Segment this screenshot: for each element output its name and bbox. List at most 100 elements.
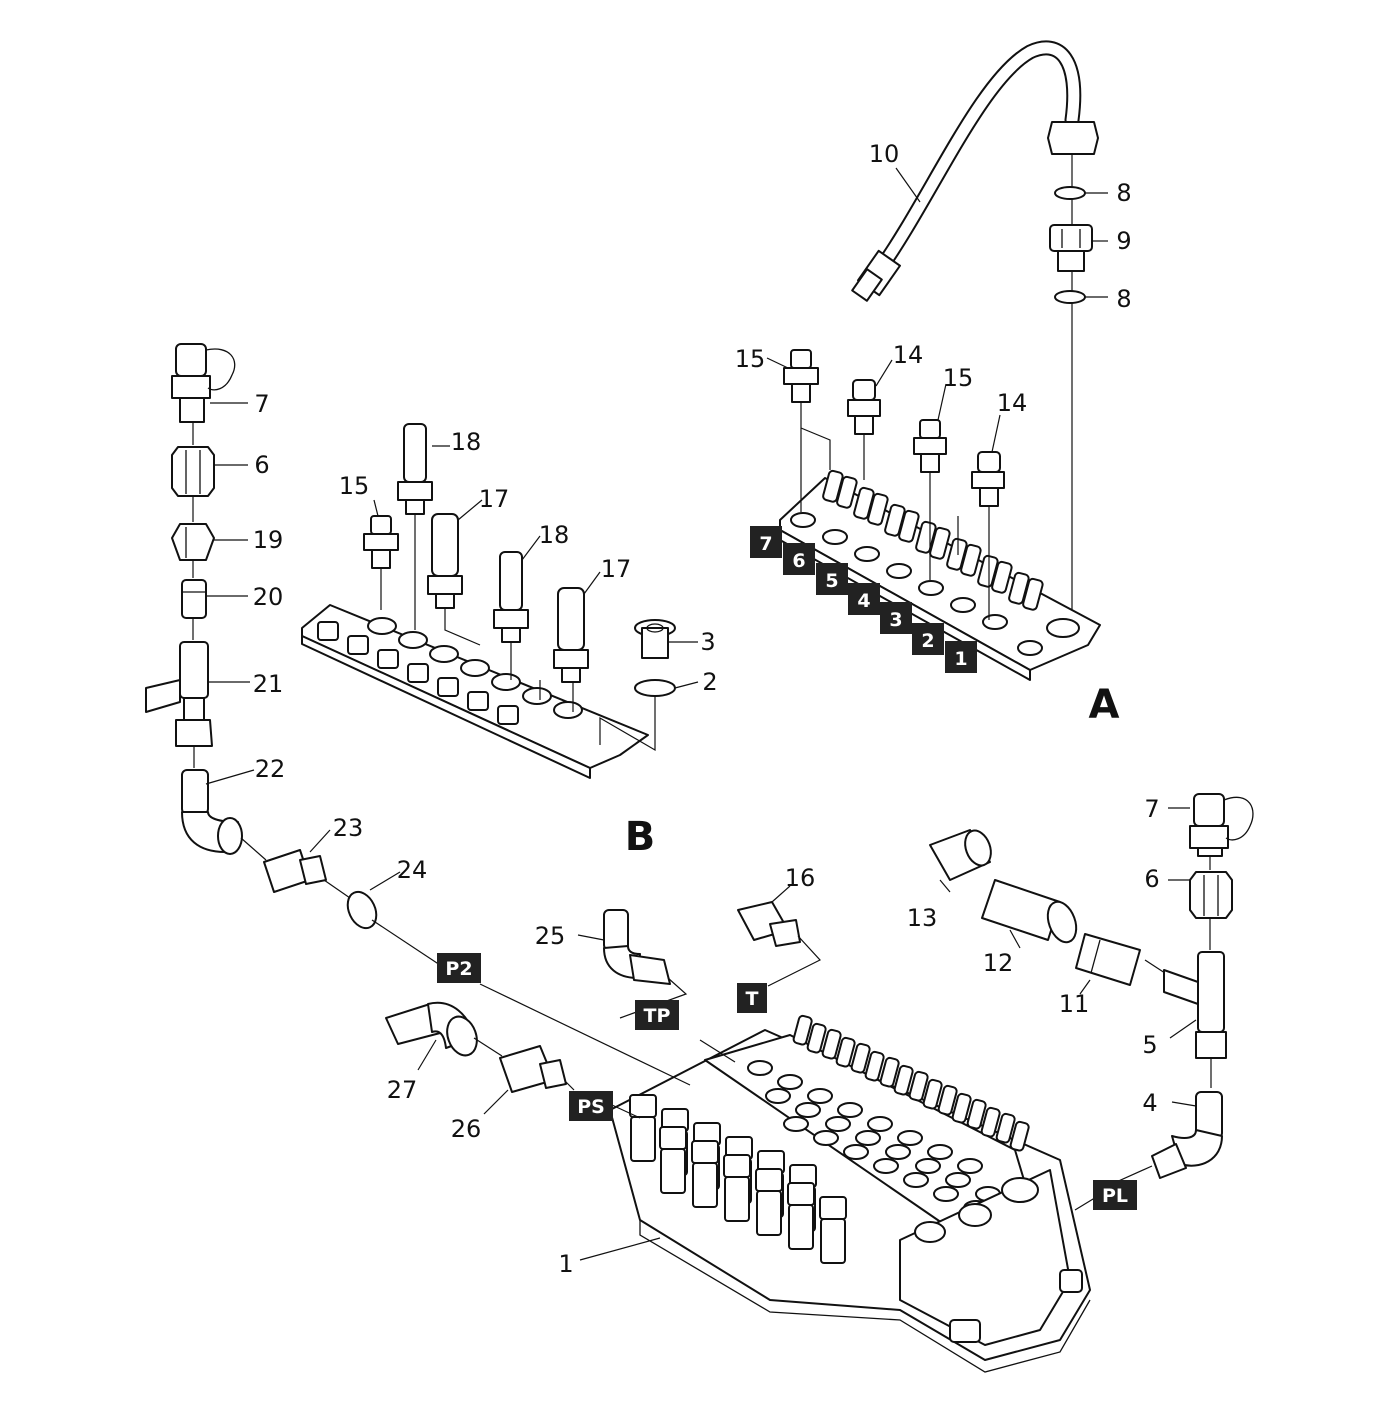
callout-7: 7 bbox=[1144, 795, 1159, 823]
callout-27: 27 bbox=[387, 1076, 418, 1104]
section-tag-label: 7 bbox=[759, 533, 772, 555]
section-tag-label: 3 bbox=[889, 609, 902, 631]
control-valve-part-1 bbox=[609, 1014, 1091, 1373]
adapter-part-11 bbox=[1075, 933, 1141, 986]
section-tag-2: 2 bbox=[912, 623, 944, 655]
callout-13: 13 bbox=[907, 904, 938, 932]
elbow-part-27 bbox=[385, 1001, 478, 1057]
view-letters: AB bbox=[625, 682, 1120, 860]
callout-2: 2 bbox=[702, 668, 717, 696]
nut-part-19 bbox=[171, 523, 215, 561]
plug-part-3 bbox=[634, 619, 676, 659]
callout-8: 8 bbox=[1116, 285, 1131, 313]
callout-20: 20 bbox=[253, 583, 284, 611]
fitting-part-15-b bbox=[363, 515, 399, 569]
callout-22: 22 bbox=[255, 755, 286, 783]
callout-23: 23 bbox=[333, 814, 364, 842]
fitting-part-14-a2 bbox=[971, 451, 1005, 507]
oring-part-8-a bbox=[1054, 186, 1086, 200]
elbow-part-25 bbox=[603, 909, 671, 985]
callout-16: 16 bbox=[785, 864, 816, 892]
callout-1: 1 bbox=[558, 1250, 573, 1278]
section-tag-label: 2 bbox=[921, 630, 934, 652]
callout-18: 18 bbox=[451, 428, 482, 456]
manifold-view-b bbox=[301, 604, 649, 779]
fitting-part-15-a2 bbox=[913, 419, 947, 473]
nut-part-6-right bbox=[1189, 871, 1233, 919]
callout-11: 11 bbox=[1059, 990, 1090, 1018]
callout-15: 15 bbox=[339, 472, 370, 500]
fitting-part-9 bbox=[1049, 224, 1093, 272]
coupler-part-7-left bbox=[171, 343, 236, 423]
oring-part-24 bbox=[346, 890, 378, 930]
section-tag-1: 1 bbox=[945, 641, 977, 673]
port-tag-label: T bbox=[746, 988, 759, 1010]
adapter-part-26 bbox=[499, 1045, 567, 1093]
fitting-part-18-b1 bbox=[397, 423, 433, 515]
section-tag-label: 5 bbox=[825, 570, 838, 592]
elbow-part-4 bbox=[1151, 1091, 1223, 1179]
callout-9: 9 bbox=[1116, 227, 1131, 255]
callout-15: 15 bbox=[735, 345, 766, 373]
port-tag-ps: PS bbox=[569, 1091, 613, 1121]
adapter-part-23 bbox=[263, 849, 327, 893]
callout-21: 21 bbox=[253, 670, 284, 698]
port-tag-label: TP bbox=[644, 1005, 671, 1027]
section-tag-5: 5 bbox=[816, 563, 848, 595]
callout-14: 14 bbox=[893, 341, 924, 369]
view-letter-a: A bbox=[1089, 682, 1120, 728]
callout-4: 4 bbox=[1142, 1089, 1157, 1117]
port-tag-t: T bbox=[737, 983, 767, 1013]
adapter-part-13 bbox=[929, 829, 992, 881]
callout-14: 14 bbox=[997, 389, 1028, 417]
callout-19: 19 bbox=[253, 526, 284, 554]
coupler-part-7-right bbox=[1189, 793, 1254, 857]
port-tag-p2: P2 bbox=[437, 953, 481, 983]
section-tag-label: 4 bbox=[857, 590, 870, 612]
adapter-part-20 bbox=[181, 579, 207, 619]
fitting-part-15-a1 bbox=[783, 349, 819, 403]
callout-12: 12 bbox=[983, 949, 1014, 977]
section-tag-3: 3 bbox=[880, 602, 912, 634]
section-tag-7: 7 bbox=[750, 526, 782, 558]
tee-part-21 bbox=[145, 641, 213, 747]
view-letter-b: B bbox=[625, 814, 656, 860]
section-tag-6: 6 bbox=[783, 543, 815, 575]
callout-6: 6 bbox=[1144, 865, 1159, 893]
oring-part-2 bbox=[634, 679, 676, 697]
oring-part-8-b bbox=[1054, 290, 1086, 304]
port-tag-label: PS bbox=[577, 1096, 605, 1118]
section-tag-4: 4 bbox=[848, 583, 880, 615]
callout-10: 10 bbox=[869, 140, 900, 168]
port-tag-label: P2 bbox=[445, 958, 472, 980]
callout-15: 15 bbox=[943, 364, 974, 392]
callout-7: 7 bbox=[254, 390, 269, 418]
callout-18: 18 bbox=[539, 521, 570, 549]
callout-17: 17 bbox=[601, 555, 632, 583]
fitting-part-17-b1 bbox=[427, 513, 463, 609]
callout-24: 24 bbox=[397, 856, 428, 884]
fitting-part-17-b2 bbox=[553, 587, 589, 683]
fitting-part-14-a1 bbox=[847, 379, 881, 435]
port-tag-pl: PL bbox=[1093, 1180, 1137, 1210]
tee-part-5 bbox=[1163, 951, 1227, 1059]
port-tag-label: PL bbox=[1102, 1185, 1128, 1207]
nut-part-6-left bbox=[171, 446, 215, 497]
fitting-part-18-b2 bbox=[493, 551, 529, 643]
callout-25: 25 bbox=[535, 922, 566, 950]
port-tag-tp: TP bbox=[635, 1000, 679, 1030]
adapter-part-12 bbox=[981, 879, 1078, 944]
section-tag-label: 1 bbox=[954, 648, 967, 670]
callout-17: 17 bbox=[479, 485, 510, 513]
callout-3: 3 bbox=[700, 628, 715, 656]
callout-26: 26 bbox=[451, 1115, 482, 1143]
adapter-part-16 bbox=[737, 901, 801, 947]
callout-5: 5 bbox=[1142, 1031, 1157, 1059]
hose-part-10 bbox=[851, 40, 1099, 302]
callout-6: 6 bbox=[254, 451, 269, 479]
